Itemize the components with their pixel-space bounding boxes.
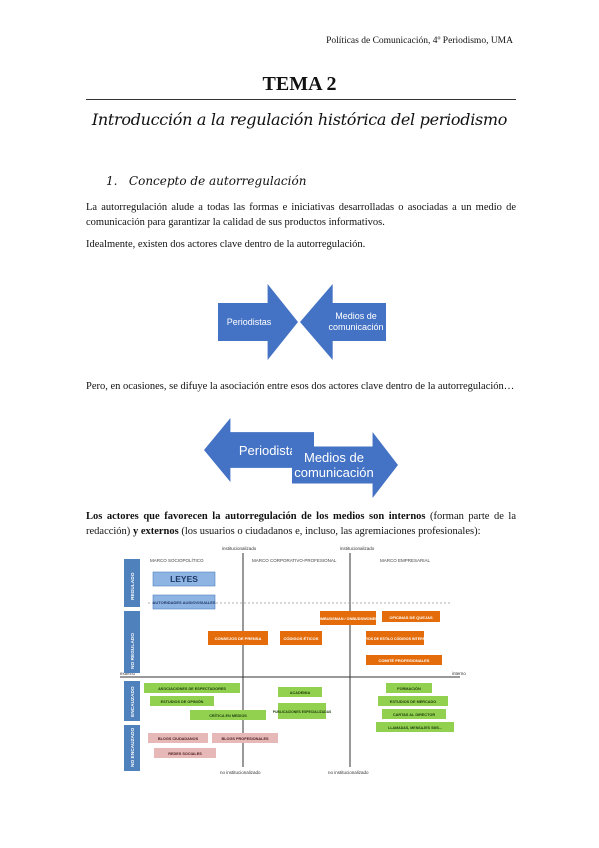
axis-label: institucionalizado	[222, 546, 257, 551]
box-text: REDES SOCIALES	[168, 752, 202, 756]
box-redes	[154, 748, 216, 758]
box-critica	[190, 710, 266, 720]
text: (forman parte de la redacción)	[86, 511, 516, 537]
row-label: NO REGULADO	[130, 633, 136, 669]
box-asociaciones	[144, 683, 240, 693]
box-publicaciones	[278, 703, 326, 719]
box-text: CARTAS AL DIRECTOR	[393, 713, 436, 717]
axis-label: no institucionalizado	[220, 770, 261, 775]
box-estudios	[150, 696, 214, 706]
section-title: Concepto de autorregulación	[128, 174, 307, 188]
box-text: FORMACIÓN	[397, 686, 421, 691]
box-blogs-profesionales	[212, 733, 278, 743]
axis-label: interno	[452, 671, 466, 676]
arrow-periodistas-right: Periodistas	[218, 284, 298, 360]
axis-label: externo	[120, 671, 136, 676]
paragraph-actors: Idealmente, existen dos actores clave de…	[86, 239, 366, 250]
box-text: CÓDIGOS ÉTICOS	[284, 636, 319, 641]
box-formacion	[386, 683, 432, 693]
arrow-label: Periodistas	[226, 317, 272, 327]
box-text: ESTUDIOS DE MERCADO	[390, 700, 436, 704]
box-text: BLOGS PROFESIONALES	[221, 737, 269, 741]
box-text: OMBUDSMAN / ONBUDSWOMEN	[318, 617, 378, 621]
page-title: TEMA 2	[262, 73, 337, 95]
box-comite	[366, 655, 442, 665]
box-text: COMITÉ PROFESIONALES	[379, 658, 430, 663]
section-heading: 1. Concepto de autorregulación	[106, 174, 306, 188]
row-label: NO ENCAUZADO	[130, 728, 136, 767]
box-text: BLOGS CIUDADANOS	[158, 737, 199, 741]
bold-text: y externos	[132, 525, 179, 537]
row-label-box	[124, 611, 140, 673]
box-consejos	[208, 631, 268, 645]
box-text: CONSEJOS DE PRENSA	[215, 636, 262, 641]
section-number: 1.	[106, 174, 118, 188]
header-note: Políticas de Comunicación, 4º Periodismo…	[326, 36, 513, 46]
axis-label: institucionalizado	[340, 546, 375, 551]
box-leyes	[152, 571, 216, 587]
frame-label: MARCO CORPORATIVO-PROFESIONAL	[252, 558, 337, 563]
box-codigos	[280, 631, 322, 645]
self-regulation-diagram: institucionalizado institucionalizado no…	[120, 546, 466, 775]
paragraph-internal-external: Los actores que favorecen la autorregula…	[86, 510, 516, 539]
frame-label: MARCO SOCIOPOLÍTICO	[150, 557, 204, 563]
box-text: ASOCIACIONES DE ESPECTADORES	[158, 687, 226, 691]
box-text: OFICINAS DE QUEJAS	[389, 615, 433, 620]
row-label-box	[124, 725, 140, 771]
row-label-box	[124, 681, 140, 721]
box-cartas	[382, 709, 446, 719]
box-text: ESTUDIOS DE OPINIÓN	[161, 699, 204, 704]
box-llamadas	[376, 722, 454, 732]
box-oficinas	[382, 611, 440, 622]
title-rule	[86, 99, 516, 100]
box-text: LIBROS DE ESTILO CÓDIGOS INTERNOS	[359, 636, 431, 641]
axis-label: no institucionalizado	[328, 770, 369, 775]
box-text: ACADEMIA	[290, 691, 311, 695]
text: (los usuarios o ciudadanos e, incluso, l…	[178, 525, 481, 537]
box-libros	[366, 631, 424, 645]
box-academia	[278, 687, 322, 697]
paragraph-diffuse: Pero, en ocasiones, se difuye la asociac…	[86, 381, 515, 392]
box-text: AUTORIDADES AUDIOVISUALES	[152, 600, 215, 605]
page-subtitle: Introducción a la regulación histórica d…	[91, 110, 508, 129]
arrow-label: Medios de comunicación	[328, 311, 384, 332]
frame-label: MARCO EMPRESARIAL	[380, 558, 431, 563]
box-autoridades	[152, 594, 216, 610]
box-text: CRÍTICA EN MEDIOS	[209, 713, 247, 718]
box-mercado	[378, 696, 448, 706]
arrow-label: Medios de comunicación	[294, 450, 374, 480]
box-text: LLAMADAS, MENSAJES SMS...	[388, 726, 442, 730]
row-label: ENCAUZADO	[130, 686, 136, 717]
arrow-medios-left: Medios de comunicación	[300, 284, 386, 360]
paragraph-definition: La autorregulación alude a todas las for…	[86, 202, 516, 228]
box-ombudsman	[320, 611, 376, 625]
box-blogs-ciudadanos	[148, 733, 208, 743]
row-label-box	[124, 559, 140, 607]
arrow-label: Periodistas	[238, 442, 304, 458]
box-text: PUBLICACIONES ESPECIALIZADAS	[273, 710, 332, 714]
bold-text: Los actores que favorecen la autorregula…	[86, 511, 426, 522]
row-label: REGULADO	[130, 572, 136, 600]
box-text: LEYES	[170, 574, 198, 584]
